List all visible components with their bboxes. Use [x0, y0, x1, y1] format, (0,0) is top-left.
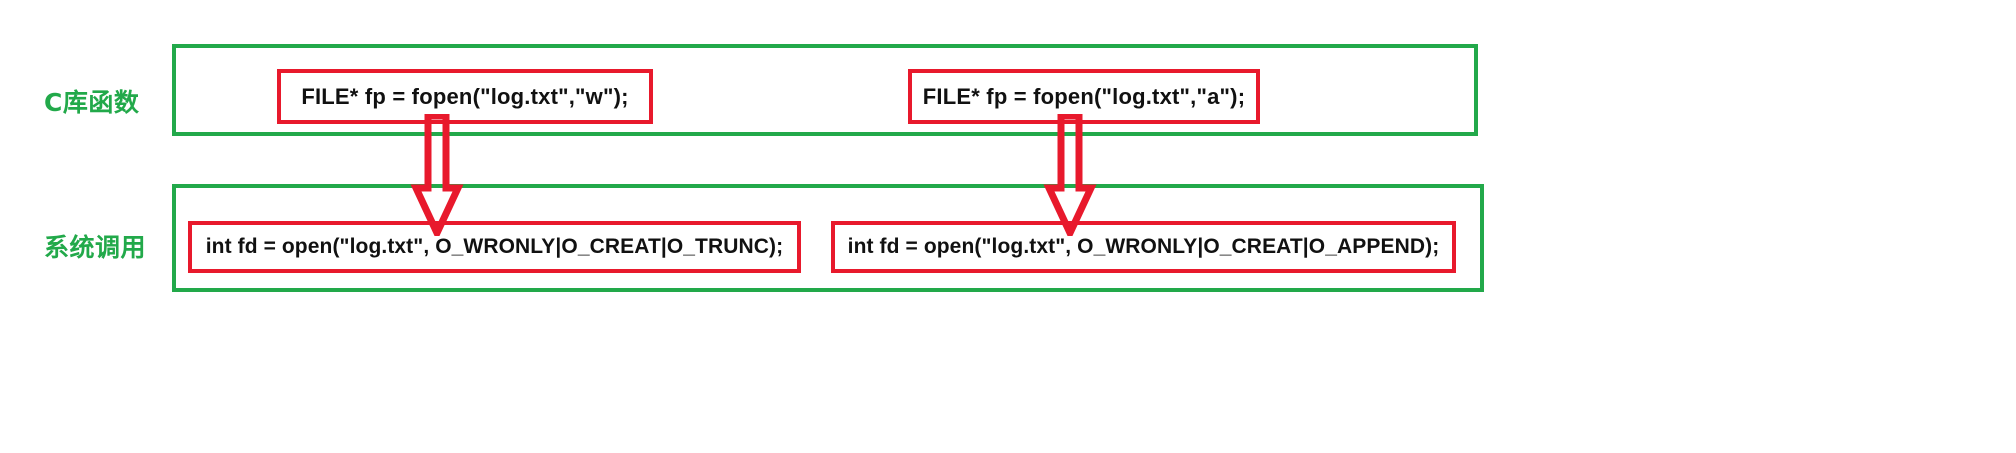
code-box-fopen-write: FILE* fp = fopen("log.txt","w"); [277, 69, 653, 124]
row-label-system-calls: 系统调用 [44, 233, 147, 262]
layer-band-c-library [172, 44, 1478, 136]
layer-band-system-calls [172, 184, 1484, 292]
code-box-open-append: int fd = open("log.txt", O_WRONLY|O_CREA… [831, 221, 1456, 273]
row-label-c-library: C库函数 [44, 88, 140, 117]
code-box-open-trunc: int fd = open("log.txt", O_WRONLY|O_CREA… [188, 221, 801, 273]
code-box-fopen-append: FILE* fp = fopen("log.txt","a"); [908, 69, 1260, 124]
